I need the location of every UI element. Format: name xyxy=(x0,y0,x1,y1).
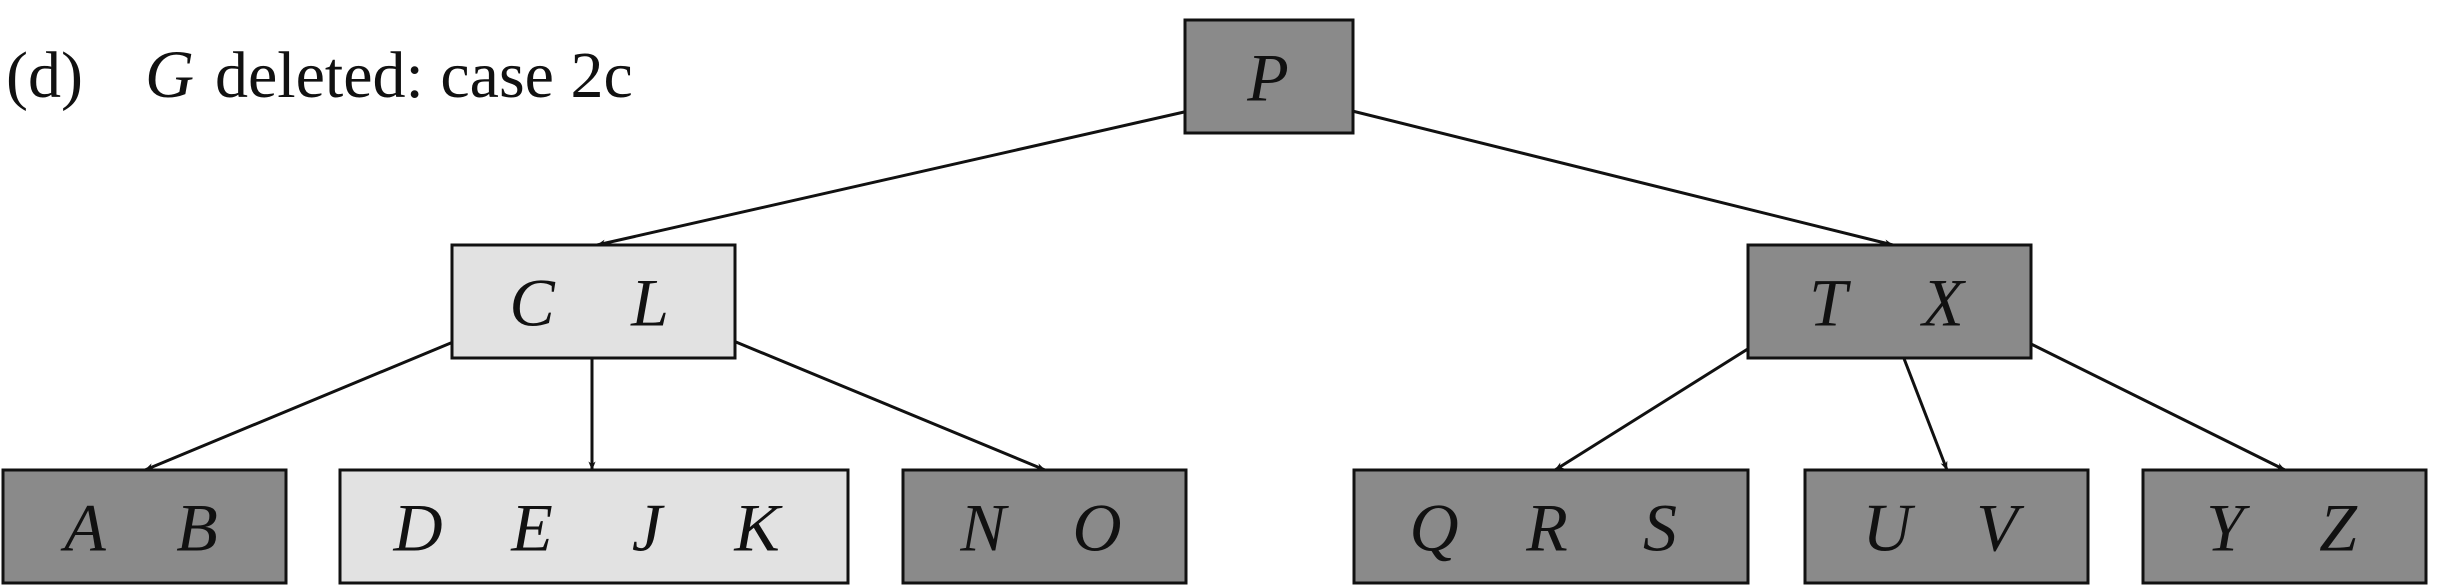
key-t: T xyxy=(1809,265,1851,341)
key-l: L xyxy=(630,265,669,341)
key-j: J xyxy=(632,490,665,566)
key-q: Q xyxy=(1409,490,1458,566)
edge-p-to-cl xyxy=(596,103,1216,247)
key-x: X xyxy=(1919,265,1966,341)
node-box-tx xyxy=(1746,243,2033,360)
edge-tx-to-qrs xyxy=(1554,328,1779,472)
key-v: V xyxy=(1976,490,2025,566)
key-d: D xyxy=(392,490,442,566)
caption-description: deleted: case 2c xyxy=(215,39,633,112)
node-box-yz xyxy=(2141,468,2428,585)
node-box-no xyxy=(901,468,1188,585)
key-n: N xyxy=(959,490,1009,566)
key-p: P xyxy=(1246,40,1289,116)
key-k: K xyxy=(733,490,783,566)
node-box-qrs xyxy=(1352,468,1750,585)
caption-tag: (d) xyxy=(6,39,83,112)
node-box-cl xyxy=(450,243,737,360)
edge-tx-to-yz xyxy=(2002,328,2286,472)
key-o: O xyxy=(1072,490,1121,566)
node-box-uv xyxy=(1803,468,2090,585)
edge-cl-to-no xyxy=(706,328,1046,472)
edge-cl-to-ab xyxy=(144,328,483,472)
edge-p-to-tx xyxy=(1327,103,1894,247)
key-y: Y xyxy=(2206,490,2250,566)
key-c: C xyxy=(509,265,555,341)
node-box-ab xyxy=(1,468,288,585)
key-z: Z xyxy=(2319,490,2358,566)
node-box-dejk xyxy=(338,468,850,585)
caption: (d) G deleted: case 2c xyxy=(6,36,633,112)
caption-deleted-key: G xyxy=(145,36,194,112)
tree-edges xyxy=(144,103,2286,472)
key-a: A xyxy=(60,490,106,566)
key-e: E xyxy=(510,490,553,566)
node-box-p xyxy=(1183,18,1355,135)
key-u: U xyxy=(1862,490,1915,566)
key-s: S xyxy=(1643,490,1677,566)
node-p: P xyxy=(1183,18,1355,135)
key-b: B xyxy=(176,490,218,566)
key-r: R xyxy=(1525,490,1568,566)
